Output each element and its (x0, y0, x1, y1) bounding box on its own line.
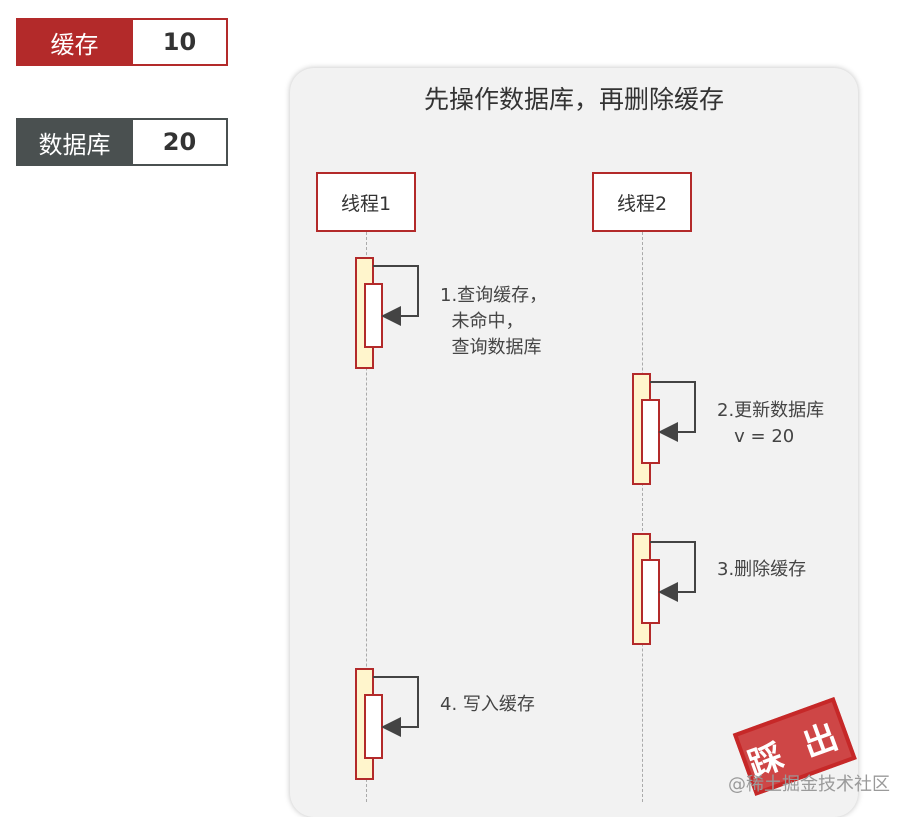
step-1-note: 1.查询缓存， 未命中， 查询数据库 (440, 285, 548, 358)
step-4-note: 4. 写入缓存 (440, 694, 535, 715)
activation-step-4 (355, 668, 419, 780)
thread-1-box: 线程1 (316, 172, 416, 232)
thread-2-box: 线程2 (592, 172, 692, 232)
step-3-note: 3.删除缓存 (717, 559, 807, 580)
database-label: 数据库 (18, 120, 131, 164)
cache-value: 10 (131, 20, 226, 64)
thread-1-lifeline (366, 232, 367, 802)
activation-step-3 (632, 533, 696, 645)
activation-step-2 (632, 373, 696, 485)
thread-2-lifeline (642, 232, 643, 802)
activation-step-1 (355, 257, 419, 369)
database-value: 20 (131, 120, 226, 164)
watermark: @稀土掘金技术社区 (728, 774, 890, 795)
cache-value-box: 缓存 10 (16, 18, 228, 66)
diagram-title: 先操作数据库，再删除缓存 (423, 85, 724, 114)
cache-label: 缓存 (18, 20, 131, 64)
step-2-note: 2.更新数据库 v = 20 (717, 400, 825, 447)
database-value-box: 数据库 20 (16, 118, 228, 166)
